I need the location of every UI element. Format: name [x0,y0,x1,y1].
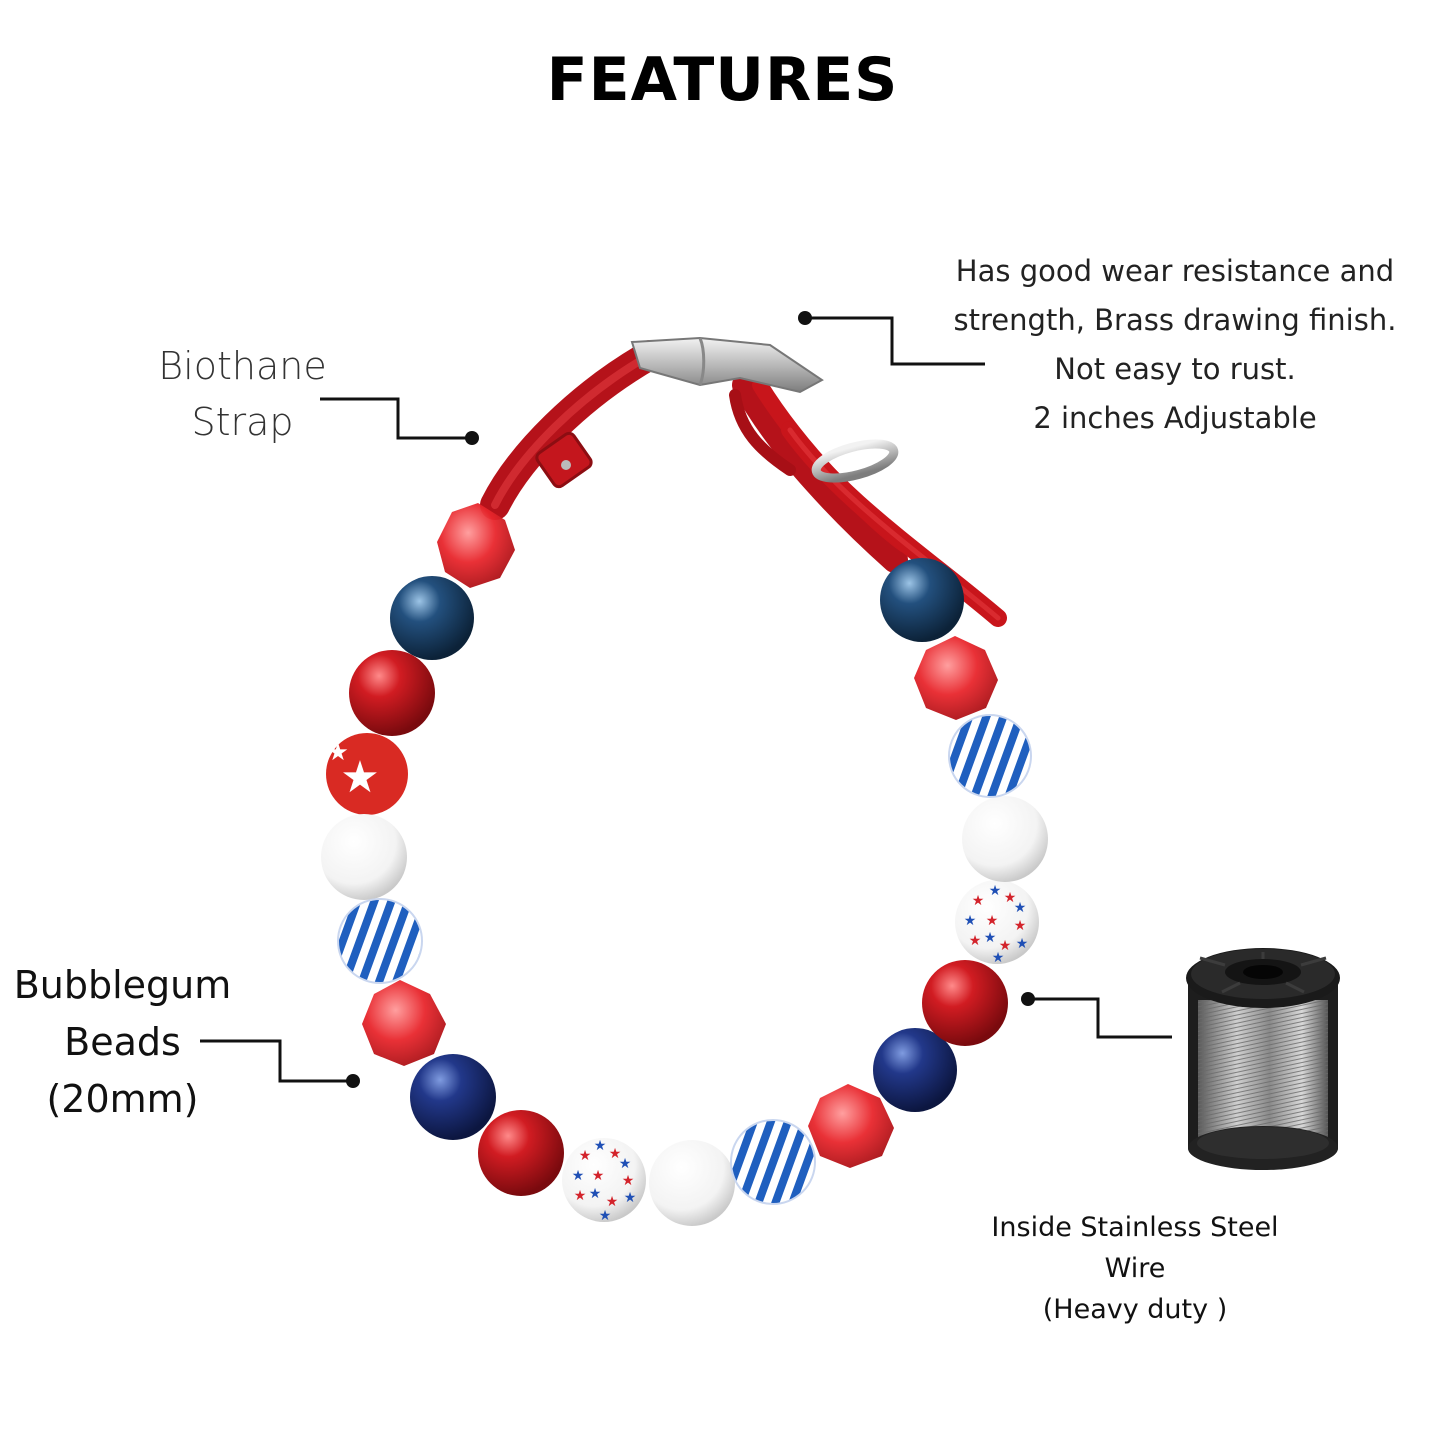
buckle-callout-label: Has good wear resistance and strength, B… [925,247,1425,443]
biothane-strap [480,340,1007,627]
red-pearl-bead [478,1110,564,1196]
svg-text:★: ★ [1004,890,1017,906]
navy-pearl-bead [880,558,964,642]
svg-text:★: ★ [589,1186,602,1202]
blue-striped-bead [338,899,422,983]
svg-text:★: ★ [986,913,999,929]
bead-strand: ★ ★ ★★★ ★★★ ★★★ ★★★ ★★★ ★★★ ★★★ ★★★ [321,503,1048,1226]
svg-text:★: ★ [572,1168,585,1184]
svg-text:★: ★ [624,1190,637,1206]
white-bead [321,814,407,900]
wire-label-line: Wire [1104,1253,1166,1284]
strap-callout-label: Biothane Strap [140,338,345,450]
svg-text:★: ★ [619,1156,632,1172]
strap-leader-line [320,397,470,440]
strap-leader-dot [465,431,479,445]
blue-striped-bead [731,1120,815,1204]
wire-label-line: (Heavy duty ) [1042,1294,1228,1325]
beads-leader-dot [346,1074,360,1088]
red-star-bead [326,733,408,815]
beads-callout-label: Bubblegum Beads (20mm) [5,957,240,1128]
navy-pearl-bead [390,576,474,660]
svg-text:★: ★ [622,1173,635,1189]
strap-label-line: Biothane [158,344,327,388]
svg-text:★: ★ [327,738,349,766]
svg-text:★: ★ [989,883,1002,899]
svg-text:★: ★ [606,1194,619,1210]
faceted-red-bead [437,503,515,588]
wire-leader-line [1028,997,1172,1039]
faceted-red-bead [808,1084,894,1168]
star-print-bead [955,880,1039,964]
svg-text:★: ★ [984,930,997,946]
wire-callout-label: Inside Stainless Steel Wire (Heavy duty … [975,1207,1295,1330]
svg-text:★: ★ [972,893,985,909]
star-print-bead [562,1138,646,1222]
red-pearl-bead [349,650,435,736]
wire-spool [1186,948,1340,1170]
white-bead [649,1140,735,1226]
svg-text:★: ★ [992,950,1005,966]
buckle-label-line: 2 inches Adjustable [1033,401,1317,435]
wire-leader-dot [1021,992,1035,1006]
svg-text:★: ★ [340,752,379,803]
svg-text:★: ★ [579,1148,592,1164]
white-bead [962,796,1048,882]
svg-text:★: ★ [969,933,982,949]
svg-text:★: ★ [594,1138,607,1154]
buckle-label-line: Not easy to rust. [1054,352,1296,386]
faceted-red-bead [914,636,998,720]
beads-leader-line [200,1039,352,1083]
wire-label-line: Inside Stainless Steel [991,1212,1279,1243]
strap-label-line: Strap [191,400,294,444]
beads-label-line: Bubblegum [13,963,232,1007]
beads-label-line: (20mm) [46,1077,199,1121]
svg-text:★: ★ [1014,900,1027,916]
page-title: FEATURES [546,45,899,115]
svg-text:★: ★ [574,1188,587,1204]
navy-pearl-bead [410,1054,496,1140]
buckle [630,336,899,483]
blue-striped-bead [949,715,1031,797]
svg-text:★: ★ [964,913,977,929]
buckle-label-line: Has good wear resistance and [955,254,1395,288]
buckle-label-line: strength, Brass drawing finish. [953,303,1397,337]
red-pearl-bead [922,960,1008,1046]
svg-text:★: ★ [1014,918,1027,934]
svg-text:★: ★ [592,1168,605,1184]
navy-pearl-bead [873,1028,957,1112]
svg-text:★: ★ [999,938,1012,954]
beads-label-line: Beads [64,1020,181,1064]
buckle-leader-line [806,316,985,366]
faceted-red-bead [362,980,446,1066]
buckle-leader-dot [798,311,812,325]
svg-text:★: ★ [1016,936,1029,952]
svg-text:★: ★ [609,1146,622,1162]
svg-text:★: ★ [599,1208,612,1224]
